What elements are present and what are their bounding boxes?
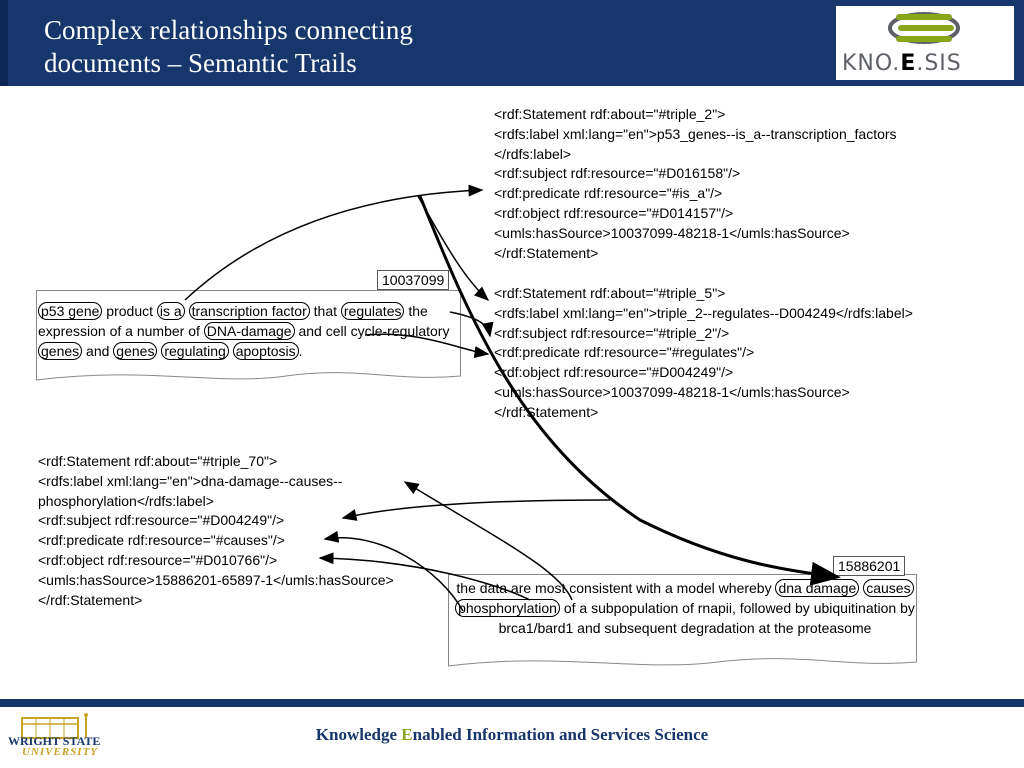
title-line-2: documents – Semantic Trails (44, 48, 357, 78)
wright-state-logo-mark (21, 713, 88, 739)
entity-transcription-factor[interactable]: transcription factor (188, 302, 310, 320)
rdf-line: <umls:hasSource>15886201-65897-1</umls:h… (38, 571, 394, 588)
rdf-line: <rdf:Statement rdf:about="#triple_2"> (494, 106, 726, 122)
arrow-triple-2-to-subject (417, 195, 490, 302)
knoesis-logo: KNO.E.SIS (836, 6, 1014, 80)
arrow-causes-to-predicate (403, 481, 573, 601)
document-text-10037099: p53 gene product is a transcription fact… (38, 302, 450, 360)
rdf-line: <rdf:subject rdf:resource="#triple_2"/> (494, 324, 730, 341)
footer-bar (0, 699, 1024, 707)
rdf-line: <rdf:object rdf:resource="#D004249"/> (494, 364, 734, 381)
knoesis-logo-mark (888, 12, 960, 44)
university-name: WRIGHT STATE (8, 734, 101, 748)
document-id-15886201: 15886201 (833, 556, 906, 576)
rdf-line: <rdf:predicate rdf:resource="#is_a"/> (494, 185, 723, 202)
rdf-line: <umls:hasSource>10037099-48218-1</umls:h… (494, 224, 850, 241)
arrow-dna-damage-to-triple-5-object (364, 333, 490, 359)
rdf-line: <umls:hasSource>10037099-48218-1</umls:h… (494, 383, 850, 400)
rdf-statement-triple-2: <rdf:Statement rdf:about="#triple_2"> <r… (494, 105, 897, 263)
rdf-line: </rdf:Statement> (38, 591, 143, 608)
document-shape-10037099 (36, 290, 461, 381)
rdf-line: <rdf:Statement rdf:about="#triple_70"> (38, 453, 278, 469)
rdf-statement-triple-5: <rdf:Statement rdf:about="#triple_5"> <r… (494, 284, 913, 423)
university-subtitle: UNIVERSITY (22, 746, 99, 758)
rdf-line: <rdfs:label xml:lang="en">triple_2--regu… (494, 304, 913, 321)
title-line-1: Complex relationships connecting (44, 15, 413, 45)
relation-regulating[interactable]: regulating (161, 342, 229, 360)
arrow-dna-damage-to-subject (341, 499, 611, 521)
rdf-line: phosphorylation</rdfs:label> (38, 492, 214, 509)
rdf-line: </rdf:Statement> (494, 403, 599, 420)
entity-apoptosis[interactable]: apoptosis (232, 342, 299, 360)
rdf-line: <rdfs:label xml:lang="en">dna-damage--ca… (38, 472, 343, 489)
document-id-10037099: 10037099 (377, 270, 450, 290)
arrow-p53-to-triple-2 (184, 184, 484, 301)
relation-causes[interactable]: causes (863, 579, 914, 597)
rdf-line: <rdf:subject rdf:resource="#D016158"/> (494, 165, 741, 182)
arrow-causes-to-label (318, 552, 531, 601)
relation-regulates[interactable]: regulates (340, 302, 405, 320)
footer-tagline: Knowledge Enabled Information and Servic… (315, 725, 709, 744)
document-shape-15886201 (448, 574, 917, 667)
slide-title: Complex relationships connecting documen… (44, 14, 413, 80)
arrow-triple-5-to-15886201 (418, 195, 841, 586)
rdf-line: </rdf:Statement> (494, 244, 599, 261)
entity-phosphorylation[interactable]: phosphorylation (455, 599, 560, 617)
header-edge (0, 0, 8, 86)
rdf-line: <rdf:object rdf:resource="#D010766"/> (38, 551, 278, 568)
arrow-regulates-to-triple-5 (449, 311, 494, 338)
rdf-line: <rdfs:label xml:lang="en">p53_genes--is_… (494, 125, 897, 142)
entity-p53-gene[interactable]: p53 gene (38, 302, 103, 320)
entity-dna-damage[interactable]: DNA-damage (203, 322, 295, 340)
document-text-15886201: the data are most consistent with a mode… (455, 579, 915, 636)
header-bar: Complex relationships connecting documen… (0, 0, 1024, 86)
rdf-line: <rdf:object rdf:resource="#D014157"/> (494, 204, 734, 221)
rdf-line: <rdf:Statement rdf:about="#triple_5"> (494, 285, 726, 301)
entity-genes[interactable]: genes (38, 342, 83, 360)
rdf-line: <rdf:predicate rdf:resource="#regulates"… (494, 344, 755, 361)
rdf-statement-triple-70: <rdf:Statement rdf:about="#triple_70"> <… (38, 452, 394, 610)
arrow-phosphorylation-to-object (323, 530, 464, 612)
knoesis-logo-text: KNO.E.SIS (842, 51, 962, 76)
rdf-line: <rdf:subject rdf:resource="#D004249"/> (38, 512, 285, 529)
rdf-line: <rdf:predicate rdf:resource="#causes"/> (38, 532, 285, 549)
rdf-line: </rdfs:label> (494, 145, 572, 162)
relation-is-a[interactable]: is a (156, 302, 185, 320)
entity-genes-2[interactable]: genes (113, 342, 158, 360)
